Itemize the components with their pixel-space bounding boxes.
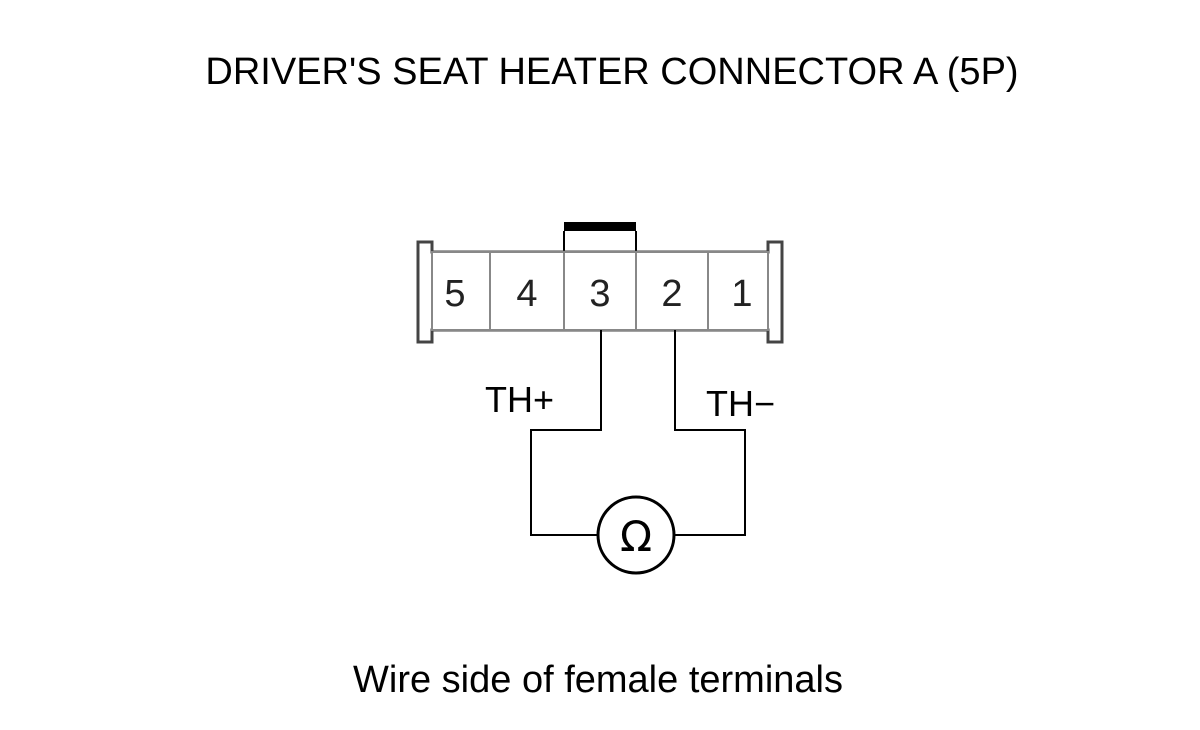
ohmmeter-icon: Ω [596, 495, 676, 575]
pin-number-4: 4 [516, 273, 537, 315]
meter-circle [596, 495, 676, 575]
pin-number-5: 5 [444, 273, 465, 315]
latch-frame [563, 231, 637, 252]
pin-number-3: 3 [589, 273, 610, 315]
page-title: DRIVER'S SEAT HEATER CONNECTOR A (5P) [205, 51, 1018, 93]
wire-negative [674, 330, 746, 536]
cavity-area [431, 251, 769, 331]
wire-label-positive: TH+ [485, 379, 554, 420]
omega-symbol: Ω [620, 512, 652, 561]
pin-number-1: 1 [731, 273, 752, 315]
pin-number-2: 2 [661, 273, 682, 315]
wire-label-negative: TH− [706, 383, 775, 424]
connector-housing: 5 4 3 2 1 [416, 222, 784, 344]
wire-positive [530, 330, 602, 536]
diagram-caption: Wire side of female terminals [353, 659, 843, 701]
connector-latch [564, 222, 636, 231]
